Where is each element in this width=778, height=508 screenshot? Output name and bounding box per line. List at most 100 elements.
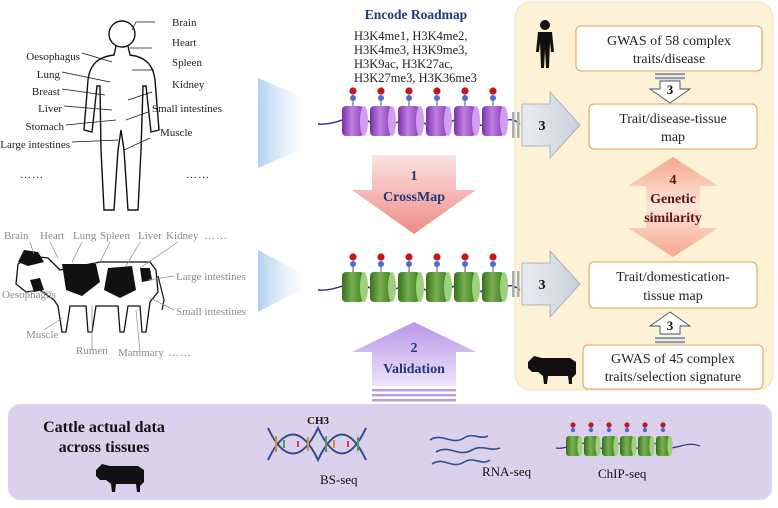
similarity-label: similarity [644, 211, 702, 226]
cow-icon [528, 356, 576, 384]
organ-label: Kidney [172, 79, 205, 91]
organ-label: Muscle [26, 329, 59, 341]
cattle-data-title: Cattle actual data [43, 419, 165, 436]
box-text: Trait/domestication- [616, 270, 730, 285]
organ-label: Oesophagus [26, 51, 80, 63]
histone-mark-line: H3K4me3, H3K9me3, [354, 43, 468, 57]
nucleosome [370, 87, 396, 136]
nucleosome [398, 87, 424, 136]
trait-tissue-map-box: Trait/disease-tissue map [588, 103, 758, 150]
genetic-similarity-arrow: 4 Genetic similarity [628, 157, 718, 257]
box-text: traits/selection signature [605, 370, 741, 385]
human-projection-beam [258, 78, 300, 168]
cow-top-labels: Brain Heart Lung Spleen Liver Kidney …… [4, 230, 228, 242]
gwas-to-map-arrow: 3 [648, 73, 692, 104]
step-3-number: 3 [539, 119, 546, 134]
organ-label: Liver [138, 230, 162, 242]
human-leader-lines [61, 21, 155, 151]
human-right-ellipsis: …… [186, 169, 210, 181]
human-nucleosome-chain [317, 87, 521, 136]
cow-body-icon [15, 250, 165, 333]
organ-label: Muscle [160, 127, 193, 139]
validation-label: Validation [383, 362, 445, 377]
crossmap-step-number: 1 [411, 169, 418, 184]
cow-leader-lines [29, 241, 179, 353]
nucleosome [426, 87, 452, 136]
person-icon [536, 20, 554, 68]
nucleosome [370, 253, 396, 302]
cattle-projection-beam [258, 250, 300, 312]
organ-label: Spleen [172, 57, 202, 69]
nucleosome [398, 253, 424, 302]
similarity-label: Genetic [650, 192, 696, 207]
gwas-human-box: GWAS of 58 complex traits/disease [575, 25, 763, 72]
histone-mark-line: H3K4me1, H3K4me2, [354, 29, 468, 43]
nucleosome [482, 87, 508, 136]
encode-roadmap-title: Encode Roadmap [365, 7, 467, 22]
human-body-icon [83, 20, 160, 211]
validation-arrow: 2 Validation [352, 322, 476, 402]
organ-label: Liver [38, 103, 62, 115]
human-left-ellipsis: …… [20, 169, 44, 181]
bs-seq-label: BS-seq [320, 472, 358, 487]
box-text: Trait/disease-tissue [619, 112, 727, 127]
organ-label: Brain [4, 230, 29, 242]
histone-mark-line: H3K9ac, H3K27ac, [354, 57, 453, 71]
organ-label: Stomach [26, 121, 65, 133]
human-left-labels: Oesophagus Lung Breast Liver Stomach Lar… [0, 51, 80, 151]
validation-step-number: 2 [411, 341, 418, 356]
step-3-number: 3 [539, 278, 546, 293]
histone-mark-line: H3K27me3, H3K36me3 [354, 71, 477, 85]
organ-label: Rumen [76, 345, 108, 357]
organ-label: Large intestines [176, 271, 246, 283]
organ-label: …… [168, 347, 192, 359]
histone-marks-list: H3K4me1, H3K4me2, H3K4me3, H3K9me3, H3K9… [354, 29, 477, 85]
rna-strands-icon [429, 434, 501, 466]
organ-label: Oesophagus [2, 289, 56, 301]
nucleosome [426, 253, 452, 302]
organ-label: Heart [172, 37, 196, 49]
organ-label: …… [204, 230, 228, 242]
organ-label: Brain [172, 17, 197, 29]
nucleosome [482, 253, 508, 302]
cow-icon [96, 464, 144, 492]
cattle-nucleosome-chain [317, 253, 521, 302]
chip-nucleosome-chain [555, 422, 701, 456]
step-3-number: 3 [667, 318, 674, 333]
rna-seq-label: RNA-seq [482, 464, 532, 479]
cattle-to-map-arrow: 3 [512, 249, 581, 319]
nucleosome [454, 253, 480, 302]
domestication-map-box: Trait/domestication- tissue map [588, 261, 758, 309]
crossmap-arrow: 1 CrossMap [352, 155, 476, 234]
box-text: tissue map [643, 289, 703, 304]
organ-label: Mammary [118, 347, 164, 359]
gwas-cattle-box: GWAS of 45 complex traits/selection sign… [582, 344, 764, 390]
nucleosome [342, 253, 368, 302]
organ-label: Lung [73, 230, 97, 242]
organ-label: Heart [40, 230, 64, 242]
organ-label: Breast [32, 86, 60, 98]
box-text: GWAS of 58 complex [607, 34, 731, 49]
organ-label: Small intestines [152, 103, 222, 115]
organ-label: Small intestines [176, 306, 246, 318]
nucleosome [342, 87, 368, 136]
dna-helix-icon [267, 425, 367, 463]
human-to-map-arrow: 3 [512, 90, 581, 160]
gwas-cattle-to-map-arrow: 3 [648, 311, 692, 344]
cattle-data-title: across tissues [59, 439, 150, 456]
box-text: map [661, 130, 685, 145]
step-3-number: 3 [667, 82, 674, 97]
box-text: GWAS of 45 complex [611, 352, 735, 367]
step-4-number: 4 [670, 173, 677, 188]
organ-label: Large intestines [0, 139, 70, 151]
cattle-data-panel [8, 404, 772, 500]
box-text: traits/disease [633, 52, 705, 67]
chip-seq-label: ChIP-seq [598, 466, 647, 481]
nucleosome [454, 87, 480, 136]
crossmap-label: CrossMap [383, 190, 445, 205]
organ-label: Kidney [166, 230, 199, 242]
organ-label: Spleen [100, 230, 130, 242]
organ-label: Lung [37, 69, 61, 81]
